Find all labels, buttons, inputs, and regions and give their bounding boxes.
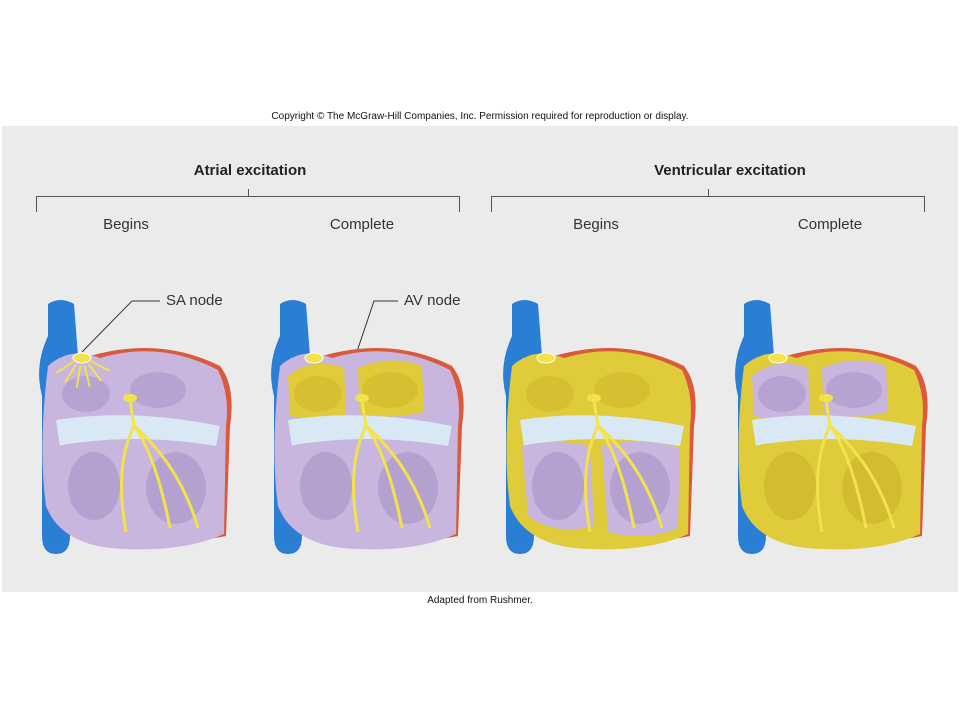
stage-label-atrial-begins: Begins (103, 216, 149, 233)
right-atrium-chamber (758, 376, 806, 412)
av-node (123, 394, 137, 402)
conduction-pathway (816, 399, 896, 533)
bracket-ventricular (491, 189, 925, 212)
heart-diagram-2 (271, 300, 464, 554)
av-node (587, 394, 601, 402)
left-atrium-chamber (594, 372, 650, 408)
excitation-spread-arrows (55, 360, 110, 388)
left-atrium-chamber (362, 372, 418, 408)
sa-node (536, 352, 556, 364)
bracket-atrial (36, 189, 460, 212)
right-ventricle-chamber (764, 452, 816, 520)
av-node (819, 394, 833, 402)
left-ventricle-chamber (610, 452, 670, 524)
heart-diagram-4 (735, 300, 928, 554)
conduction-pathway (352, 399, 432, 533)
stage-label-ventricular-begins: Begins (573, 216, 619, 233)
left-atrium-chamber (826, 372, 882, 408)
left-atrium-chamber (130, 372, 186, 408)
conduction-pathway (584, 399, 664, 533)
group-title-ventricular: Ventricular excitation (654, 162, 806, 179)
right-atrium-chamber (294, 376, 342, 412)
sa-node (72, 352, 92, 364)
group-title-atrial: Atrial excitation (193, 162, 307, 179)
right-ventricle-chamber (68, 452, 120, 520)
right-ventricle-chamber (300, 452, 352, 520)
right-atrium-chamber (62, 376, 110, 412)
av-node (355, 394, 369, 402)
conduction-pathway (120, 399, 200, 533)
stage-label-ventricular-complete: Complete (797, 216, 863, 233)
left-ventricle-chamber (842, 452, 902, 524)
av-node-label: AV node (404, 292, 461, 309)
credit-note: Adapted from Rushmer. (427, 595, 533, 606)
right-atrium-chamber (526, 376, 574, 412)
heart-diagram-3 (503, 300, 696, 554)
sa-node-label: SA node (166, 292, 223, 309)
right-ventricle-chamber (532, 452, 584, 520)
left-ventricle-chamber (146, 452, 206, 524)
sa-node (768, 352, 788, 364)
stage-label-atrial-complete: Complete (329, 216, 395, 233)
sa-node (304, 352, 324, 364)
left-ventricle-chamber (378, 452, 438, 524)
heart-diagram-1 (39, 300, 232, 554)
copyright-notice: Copyright © The McGraw-Hill Companies, I… (271, 111, 689, 122)
